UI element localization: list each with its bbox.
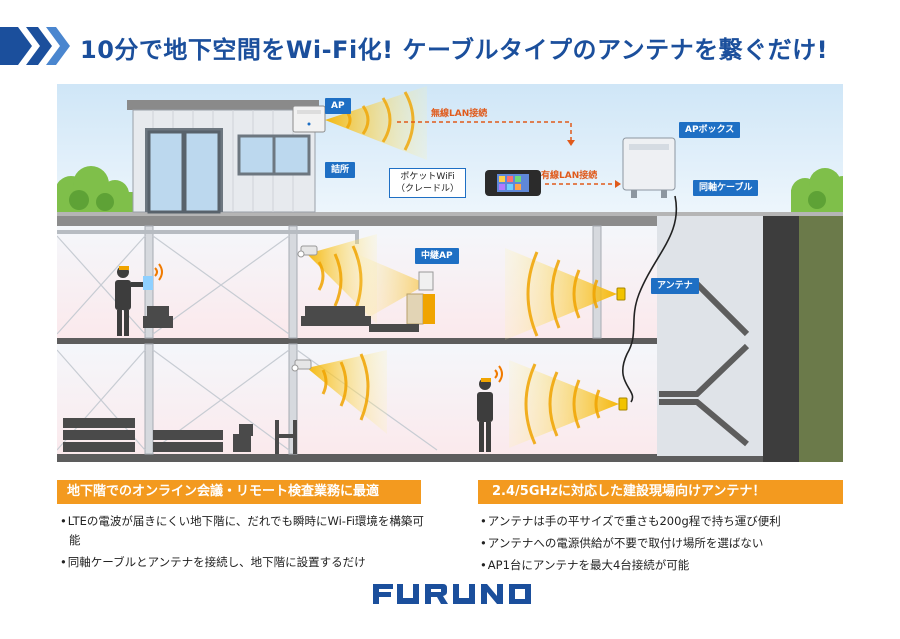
label-coax-cable: 同軸ケーブル [693, 180, 759, 196]
security-camera [297, 245, 318, 258]
site-office-building [127, 100, 319, 214]
right-section-heading: 2.4/5GHzに対応した建設現場向けアンテナ！ [478, 480, 843, 504]
page-title: 10分で地下空間をWi-Fi化! ケーブルタイプのアンテナを繋ぐだけ! [80, 36, 829, 64]
antenna-node-b2 [618, 397, 628, 411]
chevron-arrows-icon [0, 27, 70, 65]
label-pocket-wifi: ポケットWiFi （クレードル） [389, 168, 467, 198]
site-illustration: AP 詰所 無線LAN接続 有線LAN接続 ポケットWiFi （クレードル） A… [55, 84, 857, 462]
ap-signal-cone [325, 86, 427, 160]
left-bullet-1: LTEの電波が届きにくい地下階に、だれでも瞬時にWi-Fi環境を構築可能 [60, 512, 430, 550]
antenna-node-b1 [616, 287, 626, 301]
coax-cable-line [621, 195, 678, 403]
label-site-office: 詰所 [325, 162, 356, 178]
ap-box-device [622, 137, 676, 198]
right-bullet-1: アンテナは手の平サイズで重さも200g程で持ち運び便利 [480, 512, 850, 531]
right-bullet-2: アンテナへの電源供給が不要で取付け場所を選ばない [480, 534, 850, 553]
label-wireless-link: 無線LAN接続 [431, 109, 488, 119]
antenna-beam-b1 [505, 248, 617, 340]
right-bullet-3: AP1台にアンテナを最大4台接続が可能 [480, 556, 850, 575]
label-wired-link: 有線LAN接続 [541, 171, 598, 181]
wireless-link-line [397, 121, 572, 142]
left-bullet-list: LTEの電波が届きにくい地下階に、だれでも瞬時にWi-Fi環境を構築可能 同軸ケ… [60, 512, 430, 575]
left-bullet-2: 同軸ケーブルとアンテナを接続し、地下階に設置するだけ [60, 553, 430, 572]
left-section-heading: 地下階でのオンライン会議・リモート検査業務に最適 [57, 480, 421, 504]
pocket-wifi-router [485, 170, 541, 196]
building-cross-section [55, 84, 857, 462]
worker-with-tablet [115, 266, 153, 336]
furuno-logo [373, 584, 531, 604]
antenna-beam-b2 [509, 360, 619, 448]
right-bullet-list: アンテナは手の平サイズで重さも200g程で持ち運び便利 アンテナへの電源供給が不… [480, 512, 850, 578]
label-ap-box: APボックス [679, 122, 741, 138]
relay-ap-device [406, 271, 435, 325]
worker-with-phone [477, 378, 493, 452]
label-relay-ap: 中継AP [415, 248, 459, 264]
label-ap: AP [325, 98, 351, 114]
label-antenna: アンテナ [651, 278, 699, 294]
wifi-ap-device [292, 105, 326, 133]
header: 10分で地下空間をWi-Fi化! ケーブルタイプのアンテナを繋ぐだけ! [0, 0, 900, 80]
